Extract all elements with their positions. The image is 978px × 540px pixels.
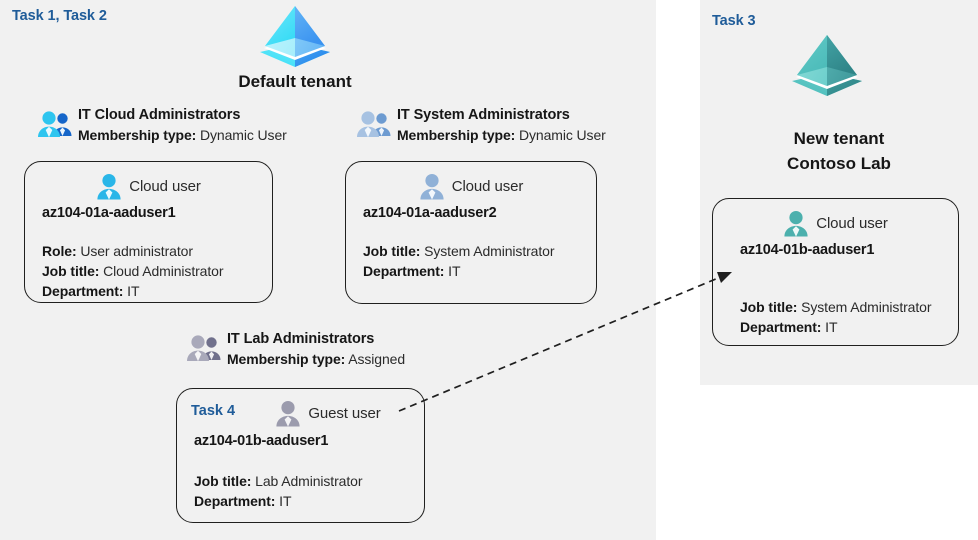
attribute-label: Department: — [740, 319, 822, 335]
attribute-row: Department: IT — [194, 491, 362, 511]
user-type: Cloud user — [129, 177, 201, 195]
task-label-right: Task 3 — [712, 13, 756, 29]
attribute-value: Cloud Administrator — [103, 263, 224, 279]
attribute-row: Department: IT — [740, 317, 931, 337]
user-attributes: Job title: System Administrator Departme… — [740, 297, 932, 337]
user-card-aaduser2: Cloud user az104-01a-aaduser2 Job title:… — [345, 161, 597, 304]
default-tenant-title: Default tenant — [238, 72, 352, 91]
group-name: IT Cloud Administrators — [78, 107, 241, 123]
attribute-label: Department: — [194, 493, 276, 509]
card-header: Cloud user — [713, 207, 958, 239]
card-header: Cloud user — [25, 170, 272, 202]
attribute-row: Job title: Lab Administrator — [194, 471, 362, 491]
user-attributes: Job title: System Administrator Departme… — [363, 241, 555, 281]
group-name: IT Lab Administrators — [227, 331, 375, 347]
card-task-label: Task 4 — [191, 403, 236, 419]
user-name: az104-01b-aaduser1 — [194, 433, 329, 449]
attribute-row: Job title: Cloud Administrator — [42, 261, 224, 281]
new-tenant-title-line2: Contoso Lab — [787, 154, 891, 173]
new-tenant-title-line1: New tenant — [793, 129, 885, 148]
cloud-user-icon — [96, 173, 122, 200]
group-membership: Membership type: Assigned — [227, 349, 405, 369]
attribute-row: Job title: System Administrator — [363, 241, 555, 261]
user-attributes: Job title: Lab Administrator Department:… — [194, 471, 362, 511]
group-users-icon — [357, 110, 391, 140]
attribute-row: Role: User administrator — [42, 241, 223, 261]
membership-value: Dynamic User — [519, 127, 606, 143]
membership-label: Membership type: — [397, 127, 516, 143]
card-header: Guest user — [232, 397, 424, 429]
group-membership: Membership type: Dynamic User — [397, 125, 606, 145]
user-name: az104-01a-aaduser2 — [363, 205, 497, 221]
attribute-value: IT — [448, 263, 461, 279]
attribute-label: Department: — [42, 283, 124, 299]
attribute-row: Department: IT — [363, 261, 554, 281]
group-users-icon — [38, 110, 72, 140]
azure-ad-tenant-icon — [788, 33, 866, 101]
attribute-value: IT — [825, 319, 838, 335]
user-type: Cloud user — [451, 177, 524, 195]
user-name: az104-01a-aaduser1 — [42, 205, 176, 221]
group-name: IT System Administrators — [397, 107, 570, 123]
cloud-user-icon — [783, 210, 809, 237]
membership-value: Assigned — [348, 351, 406, 367]
card-header: Cloud user — [346, 170, 596, 202]
new-tenant-title: New tenant Contoso Lab — [700, 126, 978, 176]
user-card-aaduser1: Cloud user az104-01a-aaduser1 Role: User… — [24, 161, 273, 303]
attribute-label: Role: — [42, 243, 77, 259]
user-card-new-tenant-aaduser1: Cloud user az104-01b-aaduser1 Job title:… — [712, 198, 959, 346]
attribute-value: Lab Administrator — [255, 473, 363, 489]
group-users-icon — [187, 334, 221, 364]
attribute-value: System Administrator — [801, 299, 932, 315]
group-membership: Membership type: Dynamic User — [78, 125, 287, 145]
user-name: az104-01b-aaduser1 — [740, 242, 875, 258]
attribute-label: Job title: — [363, 243, 421, 259]
membership-label: Membership type: — [78, 127, 197, 143]
guest-user-icon — [275, 400, 301, 427]
user-type: Guest user — [308, 404, 381, 422]
user-type: Cloud user — [816, 214, 888, 232]
attribute-value: System Administrator — [424, 243, 555, 259]
task-label-left: Task 1, Task 2 — [12, 8, 107, 24]
attribute-label: Job title: — [42, 263, 100, 279]
attribute-label: Job title: — [194, 473, 252, 489]
attribute-label: Job title: — [740, 299, 798, 315]
attribute-value: IT — [127, 283, 140, 299]
attribute-row: Job title: System Administrator — [740, 297, 932, 317]
user-attributes: Role: User administrator Job title: Clou… — [42, 241, 224, 301]
azure-ad-tenant-icon — [256, 4, 334, 72]
user-card-guest-aaduser1: Task 4 Guest user az104-01b-aaduser1 Job… — [176, 388, 425, 523]
attribute-row: Department: IT — [42, 281, 223, 301]
cloud-user-icon — [419, 173, 445, 200]
attribute-value: IT — [279, 493, 292, 509]
attribute-value: User administrator — [80, 243, 193, 259]
attribute-label: Department: — [363, 263, 445, 279]
membership-value: Dynamic User — [200, 127, 287, 143]
membership-label: Membership type: — [227, 351, 346, 367]
